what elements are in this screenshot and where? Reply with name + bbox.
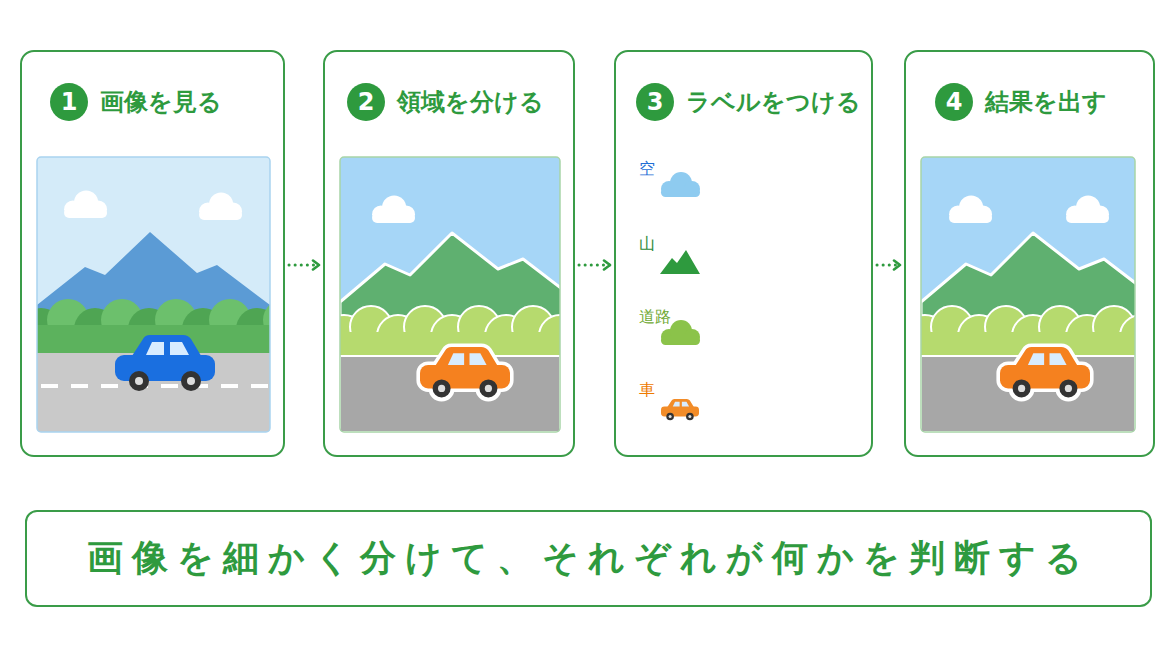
- scene-content: [340, 157, 560, 432]
- car-window: [1050, 353, 1067, 365]
- label-box: 山: [639, 234, 848, 294]
- step-title: 結果を出す: [985, 88, 1107, 117]
- car: [115, 335, 215, 391]
- step-heading: 3 ラベルをつける: [636, 83, 861, 121]
- road-dash: [71, 384, 88, 388]
- car-hub: [485, 385, 492, 392]
- step-title: 領域を分ける: [397, 88, 544, 117]
- scene-content: [921, 157, 1135, 432]
- cloud-part: [661, 336, 700, 345]
- cloud: [949, 196, 992, 224]
- label-box: 車: [639, 380, 848, 440]
- step-heading: 2 領域を分ける: [347, 83, 544, 121]
- label-text: 山: [639, 234, 655, 253]
- car-wheel: [666, 413, 674, 421]
- road-dash: [251, 384, 268, 388]
- car-wheel: [1059, 379, 1077, 397]
- road: [921, 356, 1135, 432]
- car: [1000, 347, 1090, 398]
- car-wheel: [1013, 379, 1031, 397]
- car-window: [146, 342, 164, 355]
- cloud-part: [949, 213, 992, 223]
- car-window: [1028, 353, 1044, 365]
- step-panel: 4 結果を出す: [904, 50, 1155, 457]
- step-number: 2: [347, 83, 385, 121]
- step-number: 1: [50, 83, 88, 121]
- road: [37, 353, 270, 432]
- label-text: 道路: [639, 307, 671, 326]
- step-heading: 1 画像を見る: [50, 83, 222, 121]
- car-wheel: [686, 413, 694, 421]
- summary-text: 画像を細かく分けて、それぞれが何かを判断する: [87, 534, 1091, 583]
- car-window: [682, 402, 689, 407]
- step-number: 3: [636, 83, 674, 121]
- sky: [37, 157, 270, 432]
- road-dash: [221, 384, 238, 388]
- step-panel: 3 ラベルをつける空山道路車: [614, 50, 873, 457]
- car-wheel: [181, 371, 201, 391]
- car-window: [673, 402, 680, 407]
- cloud: [661, 172, 700, 197]
- car-wheel: [129, 371, 149, 391]
- cloud: [64, 191, 107, 219]
- image-frame: [37, 157, 270, 432]
- cloud-part: [372, 213, 415, 223]
- step-heading: 4 結果を出す: [935, 83, 1107, 121]
- segmented-image: [323, 157, 608, 432]
- car: [420, 347, 510, 398]
- car-hub: [688, 415, 691, 418]
- image-frame: [340, 157, 560, 432]
- label-box: 空: [639, 159, 848, 219]
- cloud-part: [199, 210, 242, 220]
- car-wheel: [479, 379, 497, 397]
- flow-arrow: [289, 264, 319, 267]
- mountain-icon-shape: [660, 250, 700, 274]
- car-hub: [1065, 385, 1072, 392]
- car-hub: [438, 385, 445, 392]
- label-text: 空: [639, 159, 655, 178]
- input-photo: [20, 157, 305, 432]
- cloud-part: [64, 208, 107, 218]
- road-dash: [161, 384, 178, 388]
- car-window: [448, 353, 464, 365]
- car-wheel: [433, 379, 451, 397]
- cloud-part: [1066, 213, 1109, 223]
- car-hub: [135, 377, 143, 385]
- flow-arrow: [877, 264, 900, 267]
- road-dash: [41, 384, 58, 388]
- mountain-icon: [660, 250, 700, 274]
- car-hub: [1018, 385, 1025, 392]
- car-window: [170, 342, 189, 355]
- label-box: 道路: [639, 307, 848, 367]
- image-frame: [921, 157, 1135, 432]
- cloud-part: [661, 188, 700, 197]
- cloud: [372, 196, 415, 224]
- step-panel: 1 画像を見る: [20, 50, 285, 457]
- step-number: 4: [935, 83, 973, 121]
- step-title: ラベルをつける: [686, 88, 861, 117]
- car-window: [470, 353, 487, 365]
- car-hub: [187, 377, 195, 385]
- road: [340, 356, 560, 432]
- label-text: 車: [639, 380, 655, 399]
- car-hub: [669, 415, 672, 418]
- car: [661, 399, 699, 420]
- road-dash: [101, 384, 118, 388]
- step-title: 画像を見る: [100, 88, 222, 117]
- summary-box: 画像を細かく分けて、それぞれが何かを判断する: [25, 510, 1152, 607]
- cloud: [1066, 196, 1109, 224]
- scene-content: [37, 157, 270, 432]
- flow-arrow: [579, 264, 610, 267]
- cloud: [199, 193, 242, 221]
- step-panel: 2 領域を分ける: [323, 50, 575, 457]
- result-image: [904, 157, 1176, 432]
